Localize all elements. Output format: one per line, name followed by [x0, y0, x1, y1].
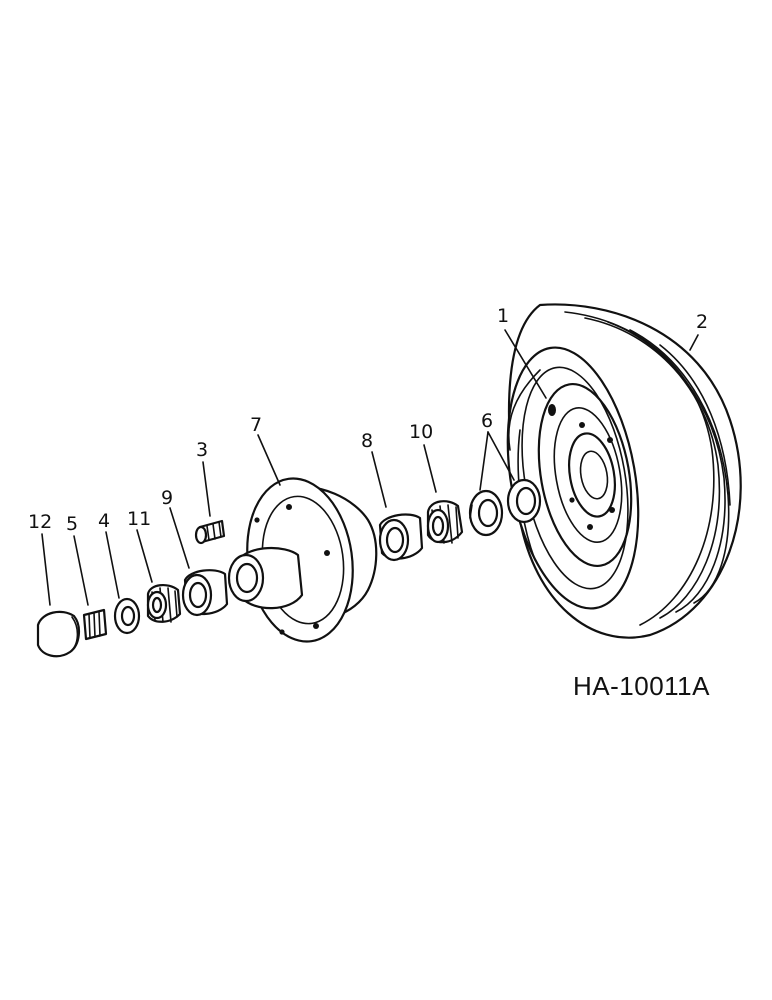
outer-bearing-cup [181, 569, 229, 617]
inner-bearing-cone [426, 500, 464, 544]
callout-labels: 1 2 3 7 8 10 6 9 11 4 5 12 [28, 305, 708, 535]
dust-cap [36, 610, 80, 658]
inner-bearing-cup [378, 513, 424, 562]
callout-9: 9 [161, 487, 173, 509]
lug-bolt [194, 519, 226, 545]
hub [227, 477, 378, 643]
callout-11: 11 [127, 508, 151, 530]
callout-5: 5 [66, 513, 78, 535]
callout-2: 2 [696, 311, 708, 333]
outer-bearing-cone [146, 584, 182, 623]
callout-8: 8 [361, 430, 373, 452]
seal-pair [468, 478, 542, 537]
callout-3: 3 [196, 439, 208, 461]
callout-6: 6 [481, 410, 493, 432]
leader-lines [41, 329, 699, 606]
callout-12: 12 [28, 511, 52, 533]
callout-7: 7 [250, 414, 262, 436]
tire [506, 303, 742, 639]
callout-4: 4 [98, 510, 110, 532]
drawing-id: HA-10011A [573, 671, 710, 701]
callout-1: 1 [497, 305, 509, 327]
castle-nut [82, 608, 108, 641]
callout-10: 10 [409, 421, 433, 443]
washer [113, 597, 141, 635]
